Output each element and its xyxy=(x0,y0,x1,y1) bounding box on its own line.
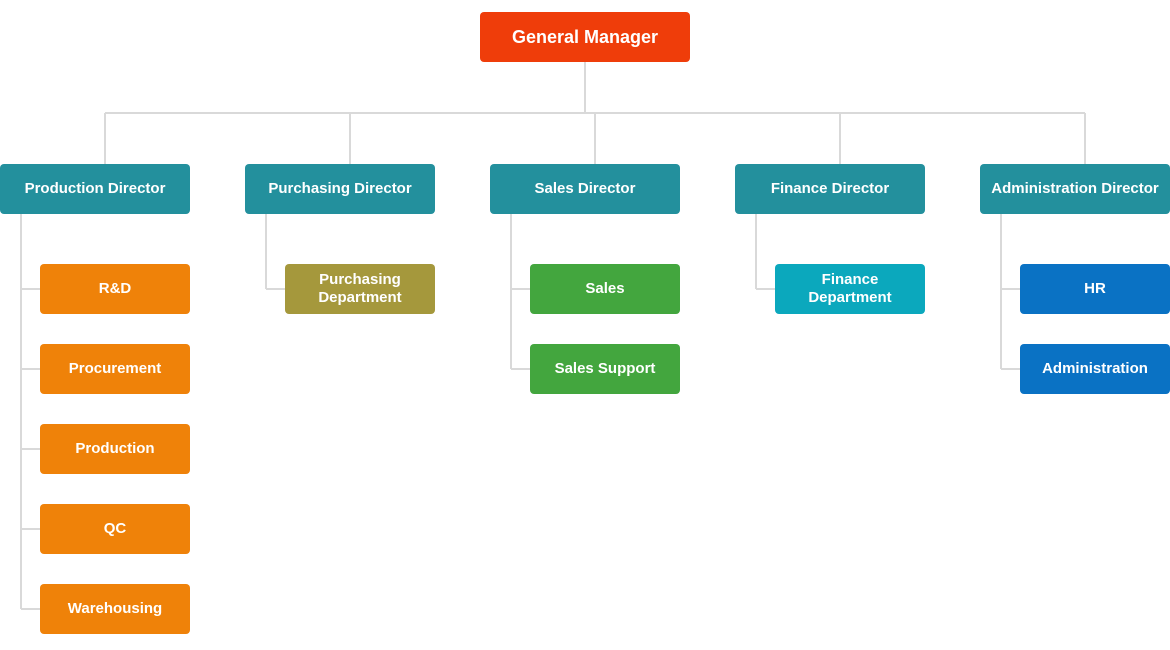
node-administration-label: Administration xyxy=(1042,360,1148,377)
node-general-manager-label: General Manager xyxy=(511,27,659,47)
node-warehousing-label: Warehousing xyxy=(67,600,163,617)
node-randd: R&D xyxy=(40,264,190,314)
node-production: Production xyxy=(40,424,190,474)
node-qc-label: QC xyxy=(103,520,127,537)
node-sales-director: Sales Director xyxy=(490,164,680,214)
node-finance-director-label: Finance Director xyxy=(770,180,890,197)
node-sales-support-label: Sales Support xyxy=(554,360,656,377)
node-purchasing-director-label: Purchasing Director xyxy=(268,180,412,197)
node-administration: Administration xyxy=(1020,344,1170,394)
node-qc: QC xyxy=(40,504,190,554)
node-hr: HR xyxy=(1020,264,1170,314)
node-hr-label: HR xyxy=(1084,280,1106,297)
node-administration-director: Administration Director xyxy=(980,164,1170,214)
node-sales-label: Sales xyxy=(585,280,625,297)
node-purchasing-director: Purchasing Director xyxy=(245,164,435,214)
node-procurement: Procurement xyxy=(40,344,190,394)
node-finance-department-label: Finance Department xyxy=(808,271,892,306)
node-sales-support: Sales Support xyxy=(530,344,680,394)
node-randd-label: R&D xyxy=(98,280,132,297)
node-procurement-label: Procurement xyxy=(68,360,162,377)
node-general-manager: General Manager xyxy=(480,12,690,62)
node-production-director-label: Production Director xyxy=(24,180,166,197)
node-sales: Sales xyxy=(530,264,680,314)
node-administration-director-label: Administration Director xyxy=(991,180,1159,197)
node-finance-director: Finance Director xyxy=(735,164,925,214)
node-production-label: Production xyxy=(75,440,155,457)
node-purchasing-department-label: Purchasing Department xyxy=(318,271,402,306)
node-production-director: Production Director xyxy=(0,164,190,214)
node-purchasing-department: Purchasing Department xyxy=(285,264,435,314)
node-warehousing: Warehousing xyxy=(40,584,190,634)
node-finance-department: Finance Department xyxy=(775,264,925,314)
node-sales-director-label: Sales Director xyxy=(534,180,636,197)
